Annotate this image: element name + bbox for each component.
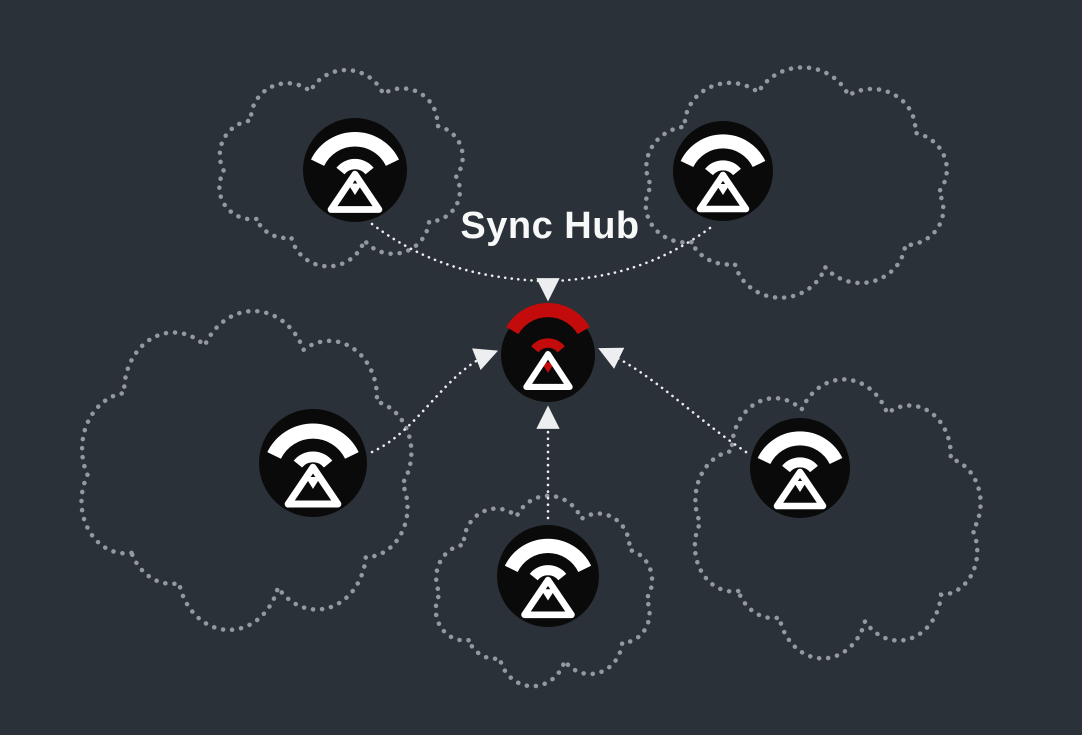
hub-wifi-outer-arc <box>506 303 590 335</box>
arrow-from-top-left <box>370 222 542 283</box>
device-node-mid-left <box>259 409 367 517</box>
device-node-bottom <box>497 525 599 627</box>
device-node-mid-right <box>750 418 850 518</box>
hub-hourglass-triangle <box>523 351 573 391</box>
hub-node <box>501 303 595 402</box>
hub-wifi-dot-wedge <box>541 362 555 373</box>
arrow-from-mid-left <box>370 348 499 454</box>
diagram-title: Sync Hub <box>460 205 639 247</box>
arrow-from-mid-right <box>598 347 748 454</box>
hub-wifi-inner-arc <box>531 338 565 353</box>
cloud-mid-right <box>695 379 981 658</box>
arrow-from-top-right <box>554 226 712 283</box>
device-node-top-right <box>673 121 773 221</box>
device-node-top-left <box>303 118 407 222</box>
